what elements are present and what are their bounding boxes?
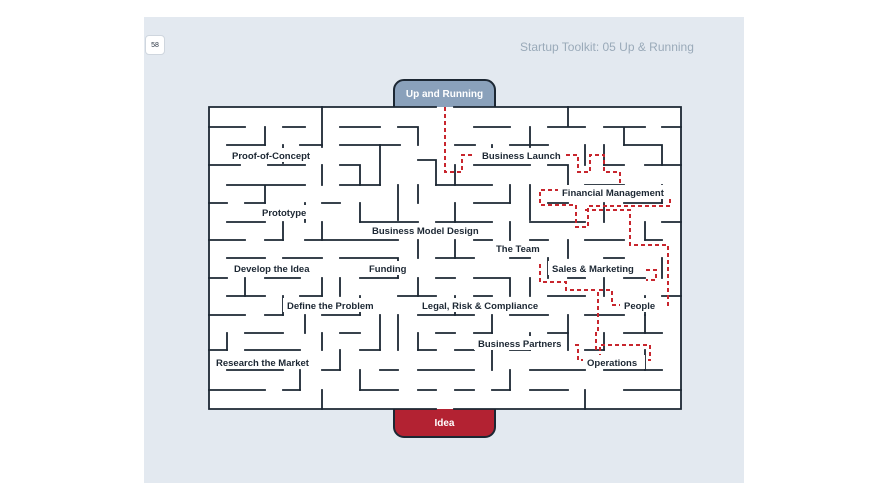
milestone-operations: Operations xyxy=(587,358,637,369)
page-number: 58 xyxy=(145,35,165,55)
slide-title: Startup Toolkit: 05 Up & Running xyxy=(520,40,694,54)
milestone-business-launch: Business Launch xyxy=(482,151,561,162)
start-label: Idea xyxy=(434,418,454,429)
end-label: Up and Running xyxy=(406,89,483,100)
milestone-business-partners: Business Partners xyxy=(478,339,561,350)
milestone-funding: Funding xyxy=(369,264,407,275)
milestone-define-problem: Define the Problem xyxy=(287,301,374,312)
milestone-the-team: The Team xyxy=(496,244,540,255)
label-backgrounds xyxy=(212,148,676,369)
milestone-research-market: Research the Market xyxy=(216,358,310,369)
milestone-legal: Legal, Risk & Compliance xyxy=(422,301,538,312)
milestone-people: People xyxy=(624,301,655,312)
milestone-sales-marketing: Sales & Marketing xyxy=(552,264,634,275)
milestone-prototype: Prototype xyxy=(262,208,306,219)
milestone-develop-idea: Develop the Idea xyxy=(234,264,310,275)
milestone-proof-of-concept: Proof-of-Concept xyxy=(232,151,311,162)
milestone-financial-management: Financial Management xyxy=(562,188,665,199)
milestone-business-model: Business Model Design xyxy=(372,226,479,237)
